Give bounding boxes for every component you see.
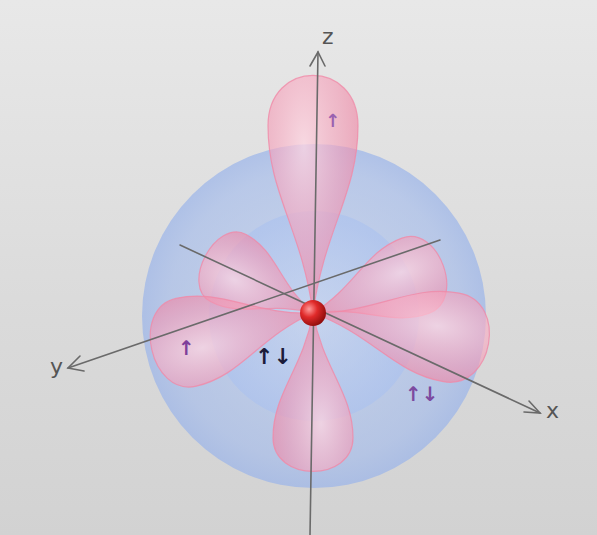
- y-axis: [68, 240, 440, 368]
- z-axis: [310, 52, 318, 535]
- p-orbital-lobe: [268, 75, 358, 313]
- axis-label: y: [50, 356, 63, 378]
- electron-spin-arrow: ↑↓: [255, 346, 292, 368]
- axis-label: z: [322, 26, 334, 48]
- axis-arrowhead: [524, 401, 540, 413]
- axis-label: x: [546, 400, 559, 422]
- axis-arrowhead: [310, 52, 325, 66]
- p-orbital-lobe: [305, 269, 496, 389]
- axes: [68, 52, 540, 535]
- p-orbital-lobe: [142, 269, 323, 394]
- x-axis: [180, 245, 540, 413]
- front-lobes: [142, 75, 497, 471]
- electron-spin-arrow: ↑↓: [405, 384, 439, 404]
- nucleus: [300, 300, 326, 326]
- axis-arrowhead: [68, 356, 84, 371]
- electron-spin-arrow: ↑: [178, 338, 195, 358]
- electron-spin-arrow: ↑: [325, 112, 340, 130]
